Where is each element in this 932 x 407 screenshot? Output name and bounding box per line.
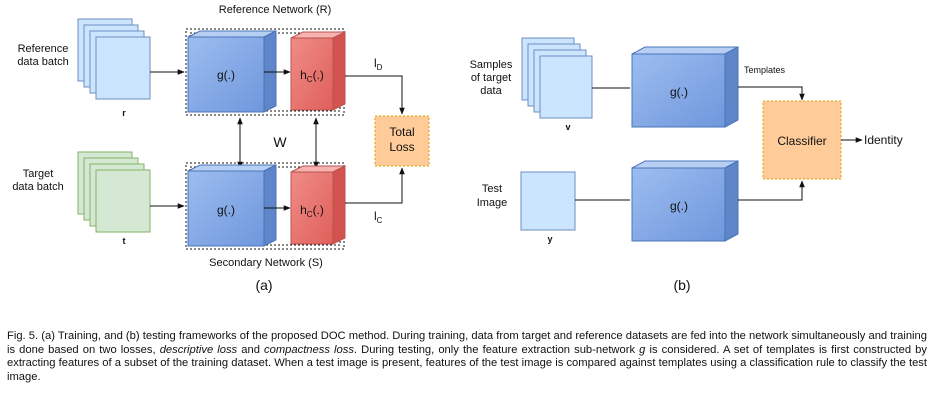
arrow-ld-to-loss xyxy=(345,75,405,115)
reference-batch-label-line2: data batch xyxy=(17,56,68,68)
panel-b: Samples of target data v g(.) Templates … xyxy=(470,37,903,293)
panel-a: Reference Network (R) Reference data bat… xyxy=(12,4,430,293)
target-batch-stack xyxy=(77,151,151,233)
secondary-h-label: hC(.) xyxy=(300,203,324,219)
samples-label-line1: Samples xyxy=(470,59,513,71)
reference-h-cube: hC(.) xyxy=(290,31,346,111)
reference-g-cube: g(.) xyxy=(187,30,277,113)
samples-stack xyxy=(521,37,593,119)
reference-network-title: Reference Network (R) xyxy=(219,4,331,16)
arrow-lc-to-loss xyxy=(345,167,405,204)
samples-g-label: g(.) xyxy=(670,85,688,99)
reference-h-label: hC(.) xyxy=(300,68,324,84)
reference-batch-symbol: r xyxy=(122,108,126,118)
target-batch-symbol: t xyxy=(123,236,126,246)
shared-weights-label: W xyxy=(273,134,287,150)
subfigure-a-label: (a) xyxy=(255,277,272,293)
reference-batch-label-line1: Reference xyxy=(18,43,69,55)
secondary-g-cube: g(.) xyxy=(187,164,277,247)
secondary-network-title: Secondary Network (S) xyxy=(209,257,323,269)
caption-part-4: is considered. A set of templates is fir… xyxy=(7,343,927,383)
samples-label-line2: of target xyxy=(471,72,511,84)
framework-diagram: Reference Network (R) Reference data bat… xyxy=(12,4,903,293)
figure-caption: Fig. 5. (a) Training, and (b) testing fr… xyxy=(7,330,927,384)
test-g-label: g(.) xyxy=(670,199,688,213)
target-batch-label-line1: Target xyxy=(23,168,54,180)
identity-label: Identity xyxy=(864,133,903,147)
total-loss-label-line2: Loss xyxy=(389,140,414,154)
arrow-templates-to-classifier xyxy=(738,86,805,101)
total-loss-label-line1: Total xyxy=(389,125,414,139)
samples-symbol: v xyxy=(565,122,570,132)
caption-part-2: and xyxy=(237,343,265,356)
total-loss-box xyxy=(374,115,430,167)
caption-compactness-loss: compactness loss xyxy=(264,343,354,356)
test-image-box xyxy=(520,171,576,231)
test-g-cube: g(.) xyxy=(631,160,739,242)
classifier-label: Classifier xyxy=(777,134,826,148)
reference-batch-stack xyxy=(77,18,151,100)
caption-math-g: g xyxy=(639,343,646,356)
ld-label: lD xyxy=(374,56,383,72)
lc-label: lC xyxy=(374,209,383,225)
test-image-symbol: y xyxy=(547,234,552,244)
secondary-g-label: g(.) xyxy=(217,203,235,217)
caption-descriptive-loss: descriptive loss xyxy=(159,343,238,356)
classifier-box xyxy=(762,100,842,180)
caption-part-1: Fig. 5. (a) Training, and (b) testing fr… xyxy=(7,330,927,356)
samples-label-line3: data xyxy=(480,85,502,97)
reference-g-label: g(.) xyxy=(217,68,235,82)
test-image-label-line1: Test xyxy=(482,183,502,195)
templates-label: Templates xyxy=(744,65,786,75)
test-image-label-line2: Image xyxy=(477,197,508,209)
caption-part-3: . During testing, only the feature extra… xyxy=(353,343,640,356)
secondary-h-cube: hC(.) xyxy=(290,165,346,245)
subfigure-b-label: (b) xyxy=(673,277,690,293)
samples-g-cube: g(.) xyxy=(631,46,739,128)
arrow-test-features-to-classifier xyxy=(738,180,805,201)
target-batch-label-line2: data batch xyxy=(12,181,63,193)
